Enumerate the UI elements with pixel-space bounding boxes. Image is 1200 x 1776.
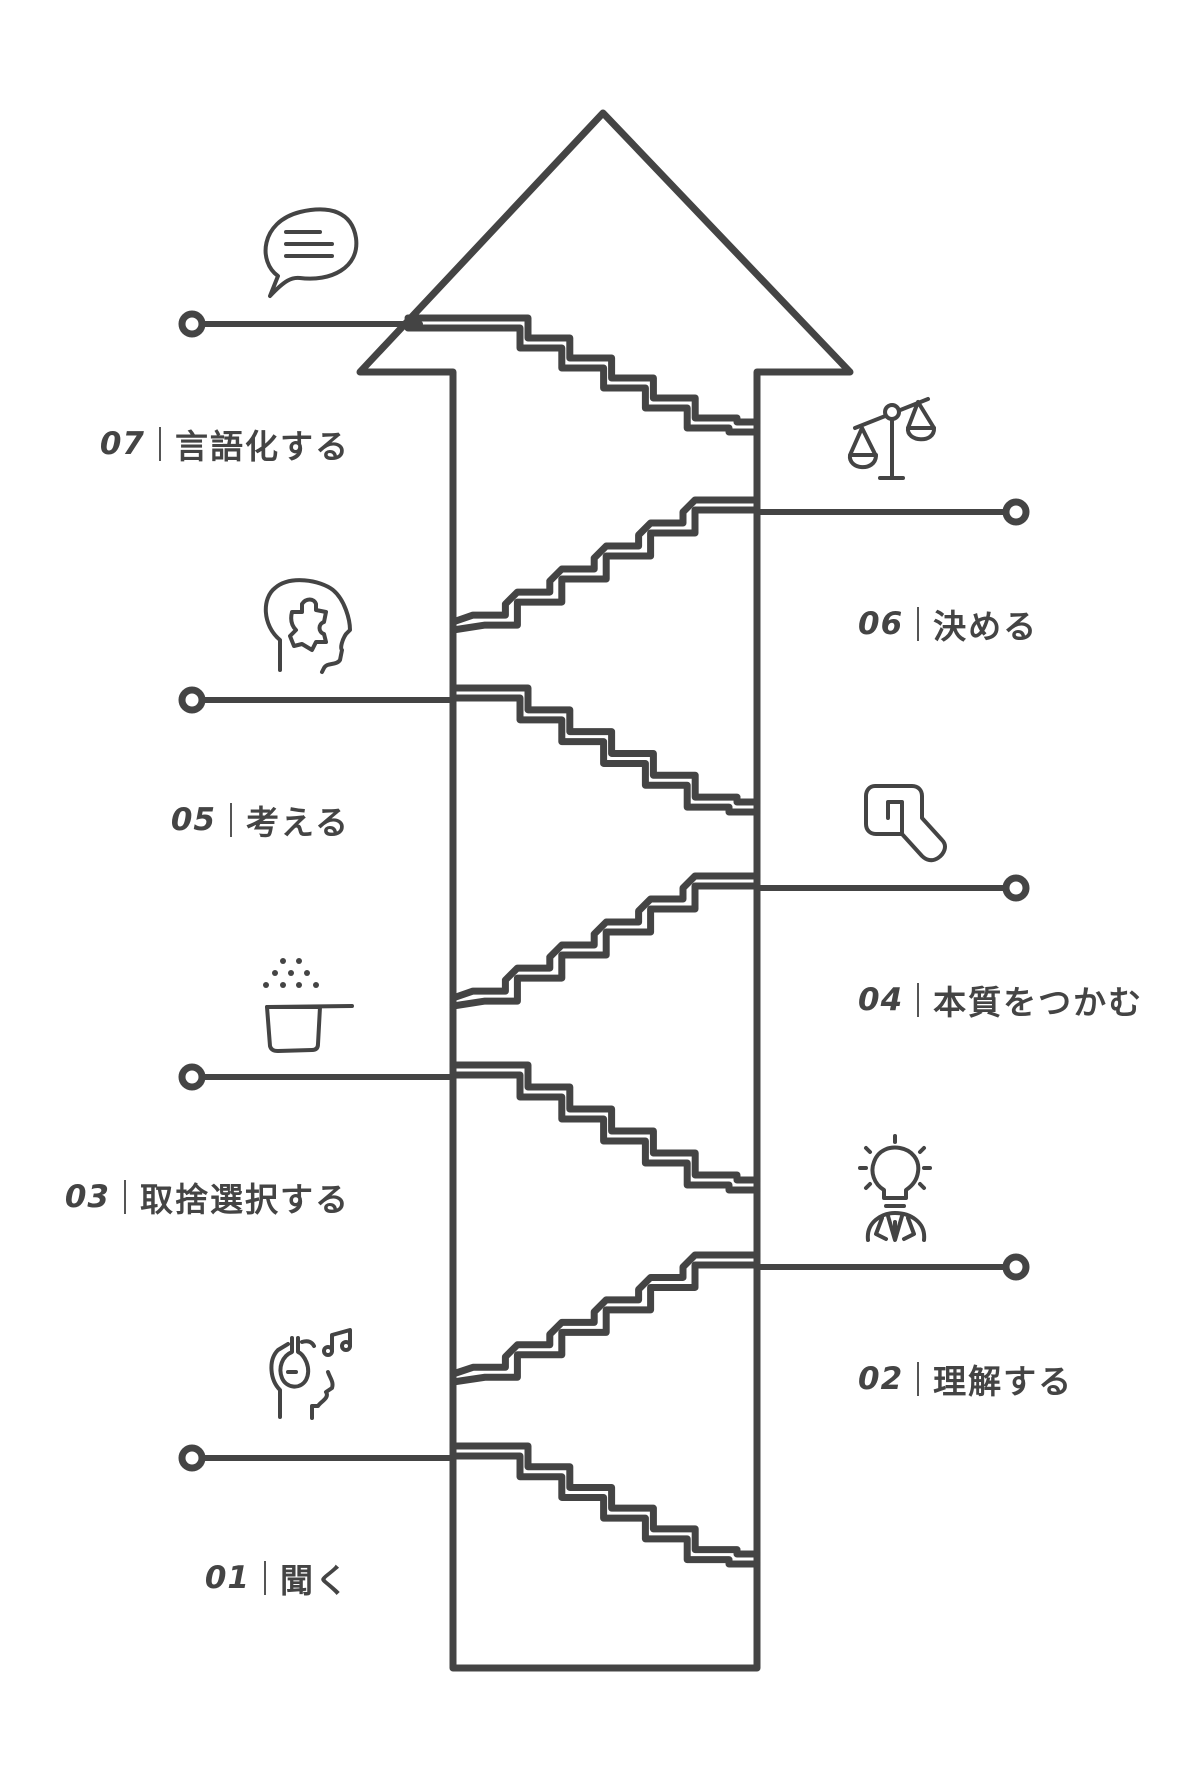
step-label-04: 04 本質をつかむ — [858, 980, 1143, 1022]
step-label-05: 05 考える — [170, 800, 350, 842]
step-number: 03 — [64, 1179, 110, 1215]
separator — [917, 607, 920, 641]
puzzle-head-icon — [263, 578, 352, 674]
separator — [917, 1362, 920, 1396]
step-text: 理解する — [933, 1362, 1074, 1401]
step-text: 本質をつかむ — [933, 983, 1144, 1022]
step-label-01: 01 聞く — [204, 1558, 350, 1600]
step-text: 聞く — [280, 1561, 350, 1600]
balance-scale-icon — [848, 397, 936, 480]
separator — [124, 1180, 126, 1214]
staircase-descending-edge — [404, 324, 761, 436]
speech-bubble-icon — [263, 207, 359, 298]
step-label-07: 07 言語化する — [99, 424, 350, 466]
step-text: 言語化する — [175, 427, 350, 466]
separator — [229, 803, 232, 837]
sifting-pot-icon — [263, 958, 354, 1053]
separator — [159, 427, 161, 461]
headphones-music-head-icon — [269, 1328, 352, 1420]
step-text: 取捨選択する — [140, 1180, 350, 1219]
staircases — [404, 314, 761, 1568]
staircase-ascending — [449, 1251, 761, 1378]
grabbing-hand-icon — [864, 784, 947, 863]
staircase-descending — [404, 314, 761, 426]
staircase-descending-edge — [449, 694, 761, 816]
lightbulb-person-icon — [858, 1134, 932, 1242]
staircase-ascending — [449, 872, 761, 1002]
staircase-descending-edge — [449, 1452, 761, 1568]
staircase-ascending-edge — [449, 1261, 761, 1386]
step-number: 01 — [204, 1560, 250, 1596]
connector-node — [1002, 1253, 1030, 1281]
staircase-ascending-edge — [449, 882, 761, 1010]
connector-node — [178, 310, 206, 338]
separator — [917, 983, 920, 1017]
connector-node — [178, 1063, 206, 1091]
step-text: 決める — [933, 607, 1039, 646]
step-number: 07 — [99, 426, 145, 462]
connector-node — [178, 1444, 206, 1472]
staircase-ascending-edge — [449, 506, 761, 634]
step-label-02: 02 理解する — [858, 1359, 1073, 1401]
step-icons — [263, 207, 947, 1420]
step-text: 考える — [245, 803, 350, 842]
staircase-descending — [449, 684, 761, 806]
step-number: 02 — [858, 1361, 904, 1397]
staircase-descending — [449, 1061, 761, 1184]
step-label-03: 03 取捨選択する — [64, 1177, 350, 1219]
staircase-descending-edge — [449, 1071, 761, 1194]
connector-node — [178, 686, 206, 714]
step-label-06: 06 決める — [858, 604, 1038, 646]
step-number: 06 — [858, 606, 904, 642]
staircase-descending — [449, 1442, 761, 1558]
step-number: 04 — [858, 982, 904, 1018]
connector-node — [1002, 498, 1030, 526]
connectors — [178, 310, 1030, 1472]
staircase-ascending — [449, 496, 761, 626]
connector-node — [1002, 874, 1030, 902]
step-number: 05 — [170, 802, 216, 838]
arrow-outline — [356, 109, 854, 1672]
separator — [264, 1561, 266, 1595]
